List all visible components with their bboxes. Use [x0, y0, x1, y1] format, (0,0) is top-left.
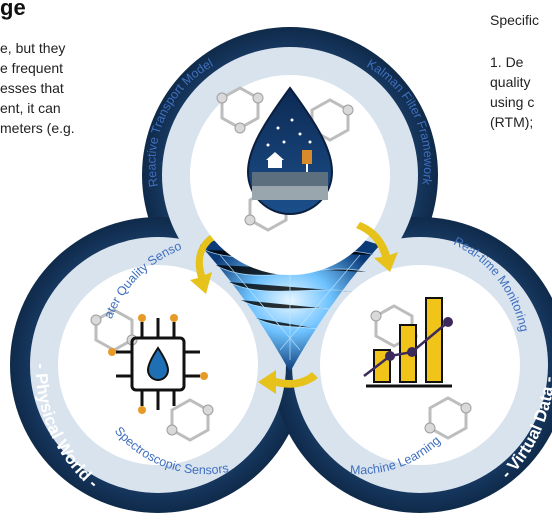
right-line: quality	[490, 74, 531, 90]
right-line: using c	[490, 94, 535, 110]
chip-sensor-icon	[108, 314, 208, 414]
left-line: e frequent	[0, 60, 64, 76]
right-paragraph: 1. De quality using c (RTM);	[490, 52, 534, 132]
right-line: (RTM);	[490, 114, 534, 130]
right-specific: Specific	[490, 12, 540, 28]
virtual-data-inner	[320, 265, 520, 465]
left-line: esses that	[0, 80, 64, 96]
bar-chart-icon	[363, 297, 453, 388]
left-line: ent, it can	[0, 100, 61, 116]
right-line: 1. De	[490, 54, 524, 70]
left-paragraph: e, but they e frequent esses that ent, i…	[0, 38, 104, 138]
left-line: e, but they	[0, 40, 66, 56]
water-drop-icon	[246, 86, 334, 215]
circular-arrow-icon	[190, 222, 398, 394]
section-heading: ge	[0, 0, 26, 20]
digital-twin-title: - Digital Twin -	[226, 0, 350, 28]
left-line: meters (e.g.	[0, 120, 75, 136]
